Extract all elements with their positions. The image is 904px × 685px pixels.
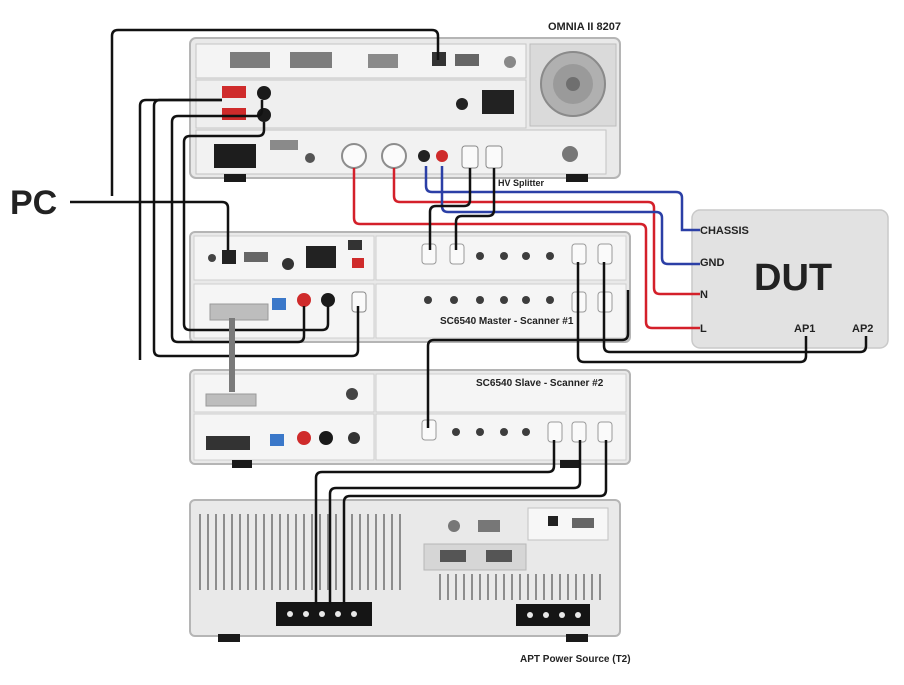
apt-power-source-unit [189, 499, 621, 642]
chassis-label: CHASSIS [700, 225, 749, 237]
omnia-label: OMNIA II 8207 [548, 21, 621, 33]
gnd-label: GND [700, 257, 725, 269]
omnia-ii-8207-unit [189, 37, 621, 182]
apt-label: APT Power Source (T2) [520, 654, 631, 665]
master-label: SC6540 Master - Scanner #1 [440, 316, 574, 327]
wires-blue [424, 166, 700, 266]
hv-splitter-label: HV Splitter [498, 178, 545, 188]
wires-red [352, 168, 700, 330]
l-label: L [700, 323, 707, 335]
pc-label: PC [10, 184, 57, 222]
n-label: N [700, 289, 708, 301]
wires-black [70, 28, 868, 604]
dut-label: DUT [754, 257, 832, 299]
ap1-label: AP1 [794, 323, 815, 335]
slave-label: SC6540 Slave - Scanner #2 [476, 378, 604, 389]
ap2-label: AP2 [852, 323, 873, 335]
dut-box [691, 209, 889, 349]
